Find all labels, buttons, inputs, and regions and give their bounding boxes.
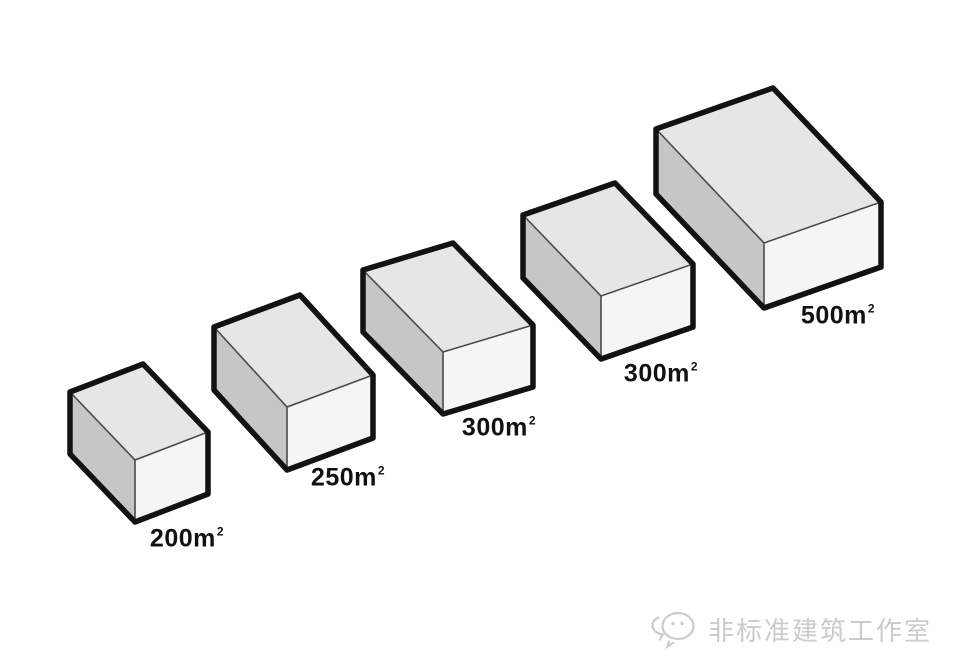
top-face <box>214 295 373 407</box>
area-label-2: 250m2 <box>310 463 386 493</box>
top-face <box>523 183 693 296</box>
outline <box>360 240 536 417</box>
top-face <box>656 88 881 243</box>
top-face <box>70 364 208 460</box>
watermark-text: 非标准建筑工作室 <box>707 615 932 646</box>
inner-edges <box>69 391 209 522</box>
left-face <box>70 392 135 522</box>
left-face <box>656 129 764 308</box>
outline <box>520 180 696 362</box>
right-face <box>764 202 881 308</box>
area-sup: 2 <box>690 359 699 374</box>
area-value: 300m <box>623 359 690 388</box>
area-label-1: 200m2 <box>149 524 225 554</box>
top-face <box>363 243 533 352</box>
block-3 <box>360 240 536 417</box>
area-label-4: 300m2 <box>623 359 699 389</box>
wechat-icon <box>651 611 695 649</box>
block-4 <box>520 180 696 362</box>
area-value: 200m <box>149 524 216 553</box>
area-value: 300m <box>461 413 528 442</box>
block-1 <box>67 361 211 525</box>
block-2 <box>211 292 376 473</box>
inner-edges <box>522 214 694 359</box>
block-5 <box>653 85 884 311</box>
right-face <box>601 264 693 359</box>
area-value: 250m <box>310 463 377 492</box>
right-face <box>287 375 373 470</box>
left-face <box>214 327 287 470</box>
inner-edges <box>362 269 534 414</box>
area-sup: 2 <box>216 524 225 539</box>
area-sup: 2 <box>867 301 876 316</box>
watermark: 非标准建筑工作室 <box>649 609 932 649</box>
area-sup: 2 <box>528 413 537 428</box>
inner-edges <box>213 326 374 470</box>
outline <box>67 361 211 525</box>
area-label-3: 300m2 <box>461 413 537 443</box>
area-label-5: 500m2 <box>800 301 876 331</box>
area-sup: 2 <box>377 463 386 478</box>
outline <box>653 85 884 311</box>
outline <box>211 292 376 473</box>
left-face <box>523 215 601 359</box>
inner-edges <box>655 128 882 308</box>
left-face <box>363 270 443 414</box>
area-value: 500m <box>800 301 867 330</box>
